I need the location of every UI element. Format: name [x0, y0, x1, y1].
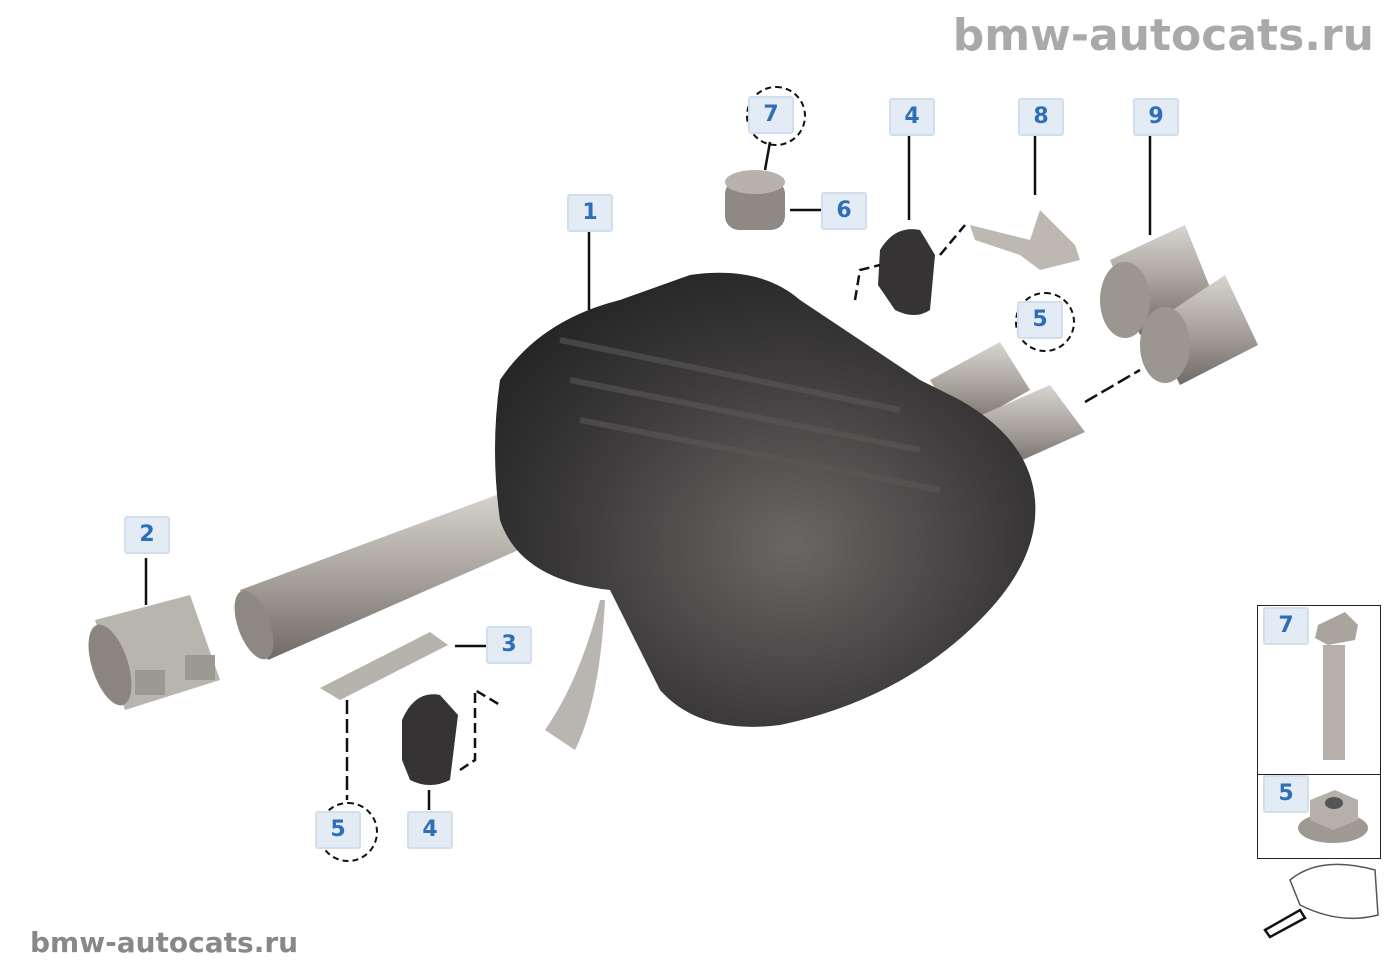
vehicle-location-icon	[1263, 863, 1379, 939]
callout-9-exhaust-tips[interactable]: 9	[1133, 98, 1179, 136]
callout-4-rubber-mount[interactable]: 4	[889, 98, 935, 136]
inset-callout-7[interactable]: 7	[1263, 607, 1309, 645]
inlet-pipe	[240, 490, 530, 660]
inset-callout-5[interactable]: 5	[1263, 775, 1309, 813]
callout-5-nut[interactable]: 5	[315, 811, 361, 849]
inset-panel	[1257, 605, 1381, 859]
callout-8-hanger-bracket[interactable]: 8	[1018, 98, 1064, 136]
hanger-bracket	[970, 210, 1080, 270]
inset-bolt	[1315, 612, 1358, 760]
exhaust-tips	[1100, 225, 1258, 385]
callout-2-clamp[interactable]: 2	[124, 516, 170, 554]
rear-muffler	[495, 272, 1036, 727]
mount-bracket	[320, 632, 448, 700]
watermark-bottom: bmw-autocats.ru	[30, 926, 299, 959]
rubber-mount-lower	[402, 694, 458, 785]
muffler-bracket	[545, 600, 605, 750]
callout-7-bolt[interactable]: 7	[748, 96, 794, 134]
callout-6-damper[interactable]: 6	[821, 192, 867, 230]
detail-ring	[1015, 292, 1075, 352]
inset-nut	[1298, 790, 1368, 843]
damper-weight	[725, 170, 785, 230]
detail-ring	[746, 86, 806, 146]
rubber-mount-upper	[878, 229, 935, 315]
callout-3-bracket[interactable]: 3	[486, 626, 532, 664]
watermark-top: bmw-autocats.ru	[952, 10, 1374, 61]
pipe-clamp	[88, 595, 220, 710]
callout-1-rear-muffler[interactable]: 1	[567, 194, 613, 232]
callout-5-nut[interactable]: 5	[1017, 301, 1063, 339]
callout-4-rubber-mount[interactable]: 4	[407, 811, 453, 849]
